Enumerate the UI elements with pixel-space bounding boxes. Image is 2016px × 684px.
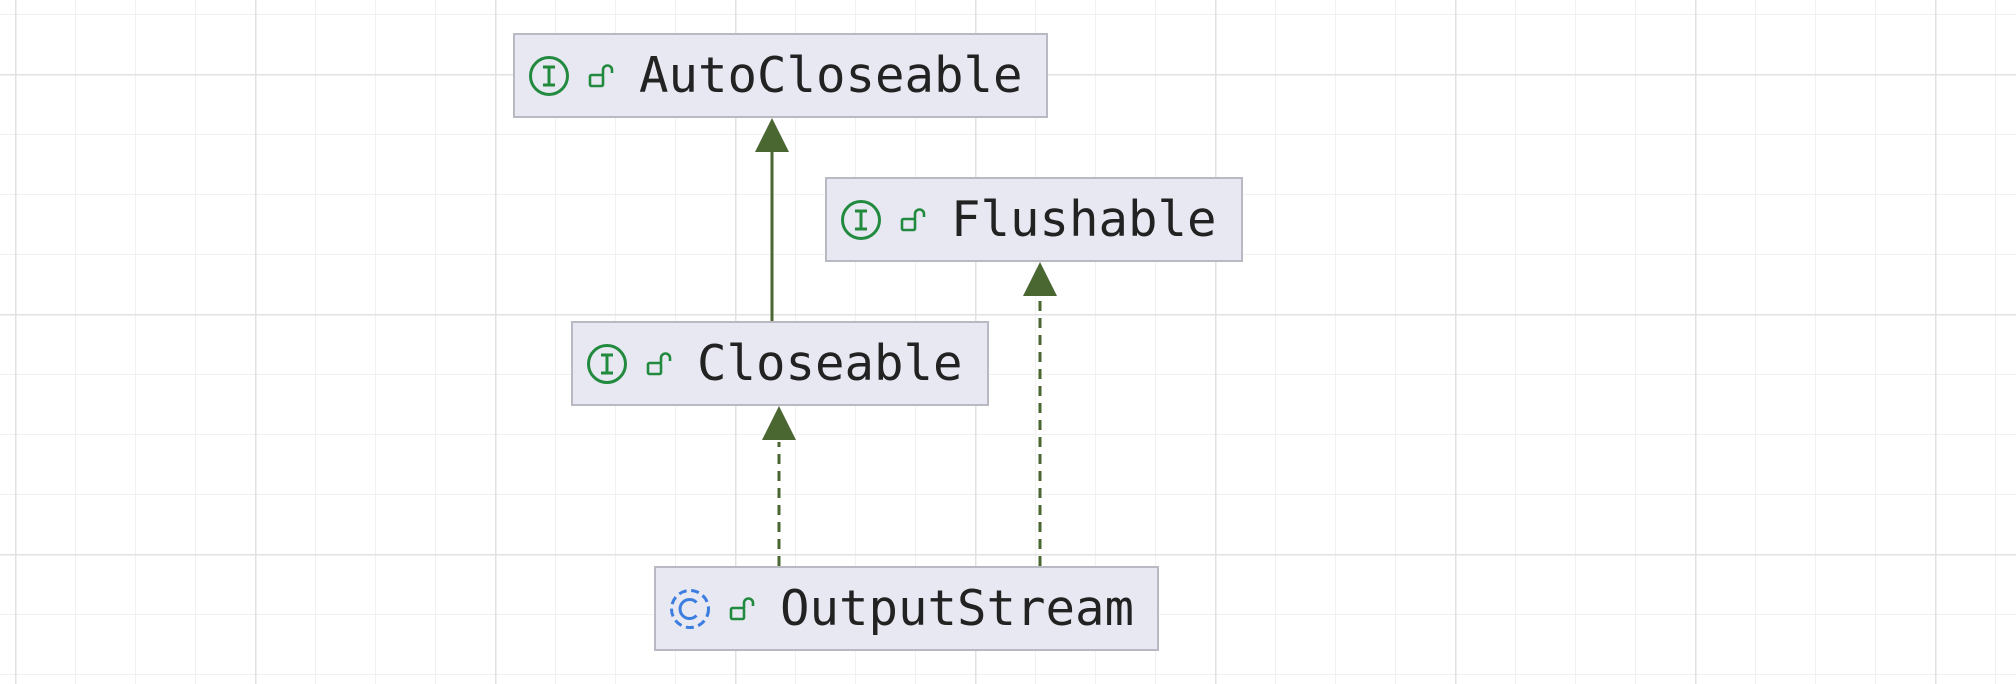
edge-outputstream-implements-flushable bbox=[1023, 262, 1057, 566]
node-outputstream[interactable]: OutputStream bbox=[654, 566, 1159, 651]
public-lock-icon bbox=[588, 63, 614, 89]
node-closeable[interactable]: Closeable bbox=[571, 321, 989, 406]
edge-closeable-extends-autocloseable bbox=[755, 118, 789, 321]
abstract-class-icon bbox=[669, 588, 711, 630]
arrowhead-icon bbox=[1023, 262, 1057, 296]
node-label: AutoCloseable bbox=[639, 47, 1023, 104]
node-label: Closeable bbox=[697, 335, 963, 392]
interface-icon bbox=[528, 55, 570, 97]
node-label: OutputStream bbox=[780, 580, 1135, 637]
arrowhead-icon bbox=[755, 118, 789, 152]
arrowhead-icon bbox=[762, 406, 796, 440]
public-lock-icon bbox=[900, 207, 926, 233]
node-autocloseable[interactable]: AutoCloseable bbox=[513, 33, 1048, 118]
public-lock-icon bbox=[646, 351, 672, 377]
edge-outputstream-implements-closeable bbox=[762, 406, 796, 566]
node-flushable[interactable]: Flushable bbox=[825, 177, 1243, 262]
interface-icon bbox=[586, 343, 628, 385]
node-label: Flushable bbox=[951, 191, 1217, 248]
public-lock-icon bbox=[729, 596, 755, 622]
interface-icon bbox=[840, 199, 882, 241]
